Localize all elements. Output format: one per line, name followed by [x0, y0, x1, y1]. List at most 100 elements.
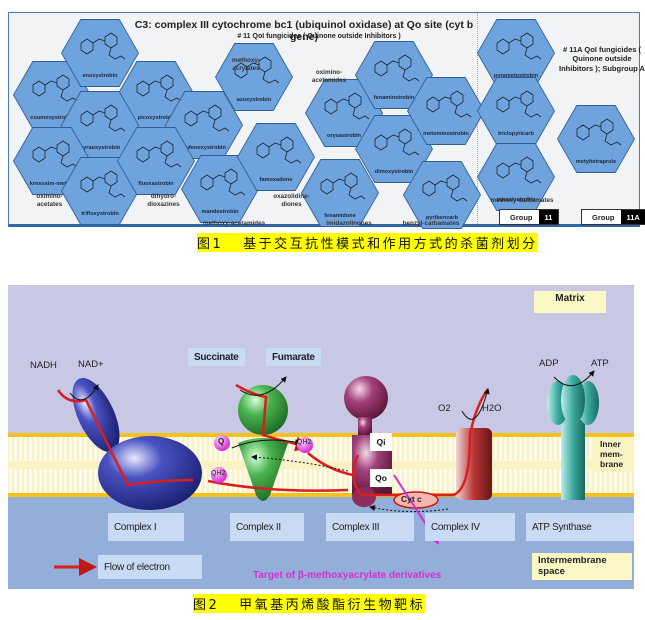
qh2-label-top: QH2 — [297, 439, 312, 446]
compound-name: kresoxim-methyl — [29, 181, 75, 187]
figure-1-caption: 图1 基于交互抗性模式和作用方式的杀菌剂划分 — [197, 233, 538, 252]
compound-name: fenaminstrobin — [373, 95, 415, 101]
succinate-label: Succinate — [188, 348, 245, 366]
compound-hexagon: enoxystrobin — [61, 19, 139, 87]
target-text: Target of β-methoxyacrylate derivatives — [253, 570, 442, 581]
compound-name: coumoxystrobin — [30, 115, 74, 121]
q-carrier — [214, 435, 230, 451]
compound-name: orysastrobin — [327, 133, 361, 139]
class-benzyl-carbamates: benzyl-carbamates — [402, 220, 460, 227]
compound-name: trifloxystrobin — [81, 211, 119, 217]
atp-label: ATP — [591, 358, 609, 369]
class-methoxy-acrylates: methoxy-acrylates — [232, 57, 260, 72]
chemical-structure-icon — [374, 128, 420, 156]
chemical-structure-icon — [374, 54, 420, 82]
reaction-arrows — [69, 370, 595, 513]
class-oximino-acetates: oximino-acetates — [36, 193, 63, 208]
qo-site-label: Qo — [370, 469, 392, 487]
compound-name: pyrametostrobin — [493, 73, 539, 79]
chemical-structure-icon — [32, 74, 78, 102]
group-11-badge: Group 11 — [499, 209, 560, 225]
membrane-top-edge — [8, 433, 634, 437]
class-dihydro-dioxazines: dihydro-dioxazines — [147, 193, 180, 208]
compound-name: azoxystrobin — [236, 97, 272, 103]
chemical-structure-icon — [80, 32, 126, 60]
compound-name: pyraoxystrobin — [79, 145, 121, 151]
complex-iii-label: Complex III — [326, 513, 414, 541]
etc-diagram — [8, 370, 634, 576]
figure-1-qoi-fungicides: C3: complex III cytochrome bc1 (ubiquino… — [8, 12, 645, 229]
class-oximino-acetamides: oximino-acetamides — [311, 69, 347, 84]
group-code: 11 — [538, 210, 559, 224]
intermembrane-space-label: Intermembrane space — [532, 553, 632, 580]
compound-name: enoxystrobin — [82, 73, 118, 79]
class-oxazolidine-diones: oxazolidine-diones — [273, 193, 310, 208]
compound-name: dimoxystrobin — [374, 169, 414, 175]
inner-membrane-label: Inner mem-brane — [594, 437, 634, 472]
adp-label: ADP — [539, 358, 559, 369]
chemical-structure-icon — [80, 104, 126, 132]
compound-hexagon: famoxadone — [237, 123, 315, 191]
chemical-structure-icon — [496, 156, 542, 184]
group-label: Group — [592, 212, 615, 222]
chemical-structure-icon — [80, 170, 126, 198]
chemical-structure-icon — [576, 118, 622, 146]
chemical-structure-icon — [426, 90, 472, 118]
class-methoxy-carbamates: methoxy-carbamates — [490, 197, 554, 204]
figure-2-caption: 图2 甲氧基丙烯酸酯衍生物靶标 — [193, 594, 426, 613]
compound-name: famoxadone — [259, 177, 293, 183]
q-label: Q — [218, 437, 225, 446]
complex-ii-label: Complex II — [230, 513, 304, 541]
chemical-structure-icon — [32, 140, 78, 168]
subgroup-a-text: # 11A QoI fungicides ( Quinone outside I… — [559, 45, 645, 73]
group-label: Group — [510, 212, 533, 222]
class-imidazolinones: imidazolinones — [326, 220, 372, 227]
qi-site-label: Qi — [370, 433, 392, 451]
electron-flow-path — [56, 383, 490, 497]
qh2-carrier-bottom — [211, 467, 227, 483]
chemical-structure-icon — [496, 32, 542, 60]
compound-hexagon: pyraoxystrobin — [61, 91, 139, 159]
compound-name: metominostrobin — [423, 131, 469, 137]
chemical-structure-icon — [136, 140, 182, 168]
compound-hexagon: triclopyricarb — [477, 77, 555, 145]
compound-name: fenamidone — [324, 213, 356, 219]
compound-name: pyribencarb — [425, 215, 459, 221]
atp-synthase-label: ATP Synthase — [526, 513, 634, 541]
group-code: 11A — [620, 210, 645, 224]
compound-name: triclopyricarb — [498, 131, 534, 137]
o2-label: O2 — [438, 403, 451, 414]
atp-synthase-shape — [547, 375, 599, 500]
h2o-label: H2O — [482, 403, 502, 414]
complex-iv-label: Complex IV — [425, 513, 515, 541]
nadh-label: NADH — [30, 360, 57, 371]
class-methoxy-acetamides: methoxy-acetamides — [202, 220, 266, 227]
chemical-structure-icon — [256, 136, 302, 164]
chemical-structure-icon — [320, 172, 366, 200]
fumarate-label: Fumarate — [266, 348, 321, 366]
qh2-carrier-top — [297, 437, 313, 453]
figure-1-subtitle: # 11 QoI fungicides ( Quinone outside In… — [237, 33, 401, 40]
chemical-structure-icon — [136, 74, 182, 102]
membrane-bottom-edge — [8, 493, 634, 497]
compound-hexagon: metyltetraprole — [557, 105, 635, 173]
chemical-structure-icon — [324, 92, 370, 120]
chemical-structure-icon — [496, 90, 542, 118]
compound-name: mandestrobin — [201, 209, 239, 215]
chemical-structure-icon — [200, 168, 246, 196]
matrix-label: Matrix — [534, 291, 606, 313]
complex-i-shape — [72, 377, 202, 510]
complex-i-label: Complex I — [108, 513, 184, 541]
chemical-structure-icon — [234, 56, 280, 84]
compound-hexagon: pyrametostrobin — [477, 19, 555, 87]
nad-label: NAD+ — [78, 359, 104, 370]
compound-name: picoxystrobin — [137, 115, 175, 121]
figure-2-electron-transport-chain: NADH NAD+ Succinate Fumarate O2 H2O ADP … — [8, 285, 634, 589]
compound-name: fluoxastrobin — [138, 181, 174, 187]
qh2-label-bottom: QH2 — [211, 470, 226, 477]
figure-1-title: C3: complex III cytochrome bc1 (ubiquino… — [134, 19, 474, 43]
compound-name: metyltetraprole — [575, 159, 617, 165]
chemical-structure-icon — [184, 104, 230, 132]
compound-name: pyraclostrobin — [496, 197, 536, 203]
complex-ii-shape — [238, 385, 288, 501]
